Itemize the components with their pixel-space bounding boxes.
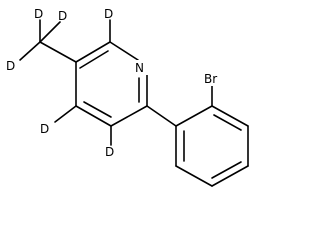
cd3-left-d-label: D <box>6 59 15 73</box>
cd3-top-d-label: D <box>34 7 43 21</box>
bond-c3-c4 <box>75 105 112 127</box>
structure-canvas: D D D D N Br D D <box>6 7 249 187</box>
bond-biaryl <box>146 105 177 127</box>
atom-labels: D D D D N Br D D <box>6 7 225 159</box>
bond-ph2-ph3 <box>211 105 249 127</box>
bond-c6-n <box>109 41 139 61</box>
ring-top-d-label: D <box>104 7 113 21</box>
bond-c2-c3 <box>110 105 148 127</box>
bromine-label: Br <box>204 72 217 86</box>
cd3-right-d-label: D <box>58 9 67 23</box>
bonds <box>19 19 249 187</box>
bond-c5-c6 <box>75 41 111 63</box>
bond-c5-c6-inner <box>79 50 109 69</box>
chemical-structure: D D D D N Br D D <box>6 7 249 187</box>
bond-ph4-ph5-inner <box>211 161 242 179</box>
ring-left-d-label: D <box>40 122 49 136</box>
bond-d-right <box>39 21 61 43</box>
bond-ph4-ph5 <box>211 165 249 187</box>
bond-d-left <box>19 41 41 61</box>
bond-ph5-ph6 <box>175 165 213 187</box>
bond-cd3-ring <box>39 41 77 63</box>
bond-c3-c4-inner <box>83 101 112 118</box>
nitrogen-label: N <box>135 61 144 75</box>
bond-c4-d <box>54 105 77 123</box>
ring-bottom-d-label: D <box>105 145 114 159</box>
bond-ph2-ph3-inner <box>213 114 242 131</box>
bond-ph1-ph2 <box>175 105 213 127</box>
